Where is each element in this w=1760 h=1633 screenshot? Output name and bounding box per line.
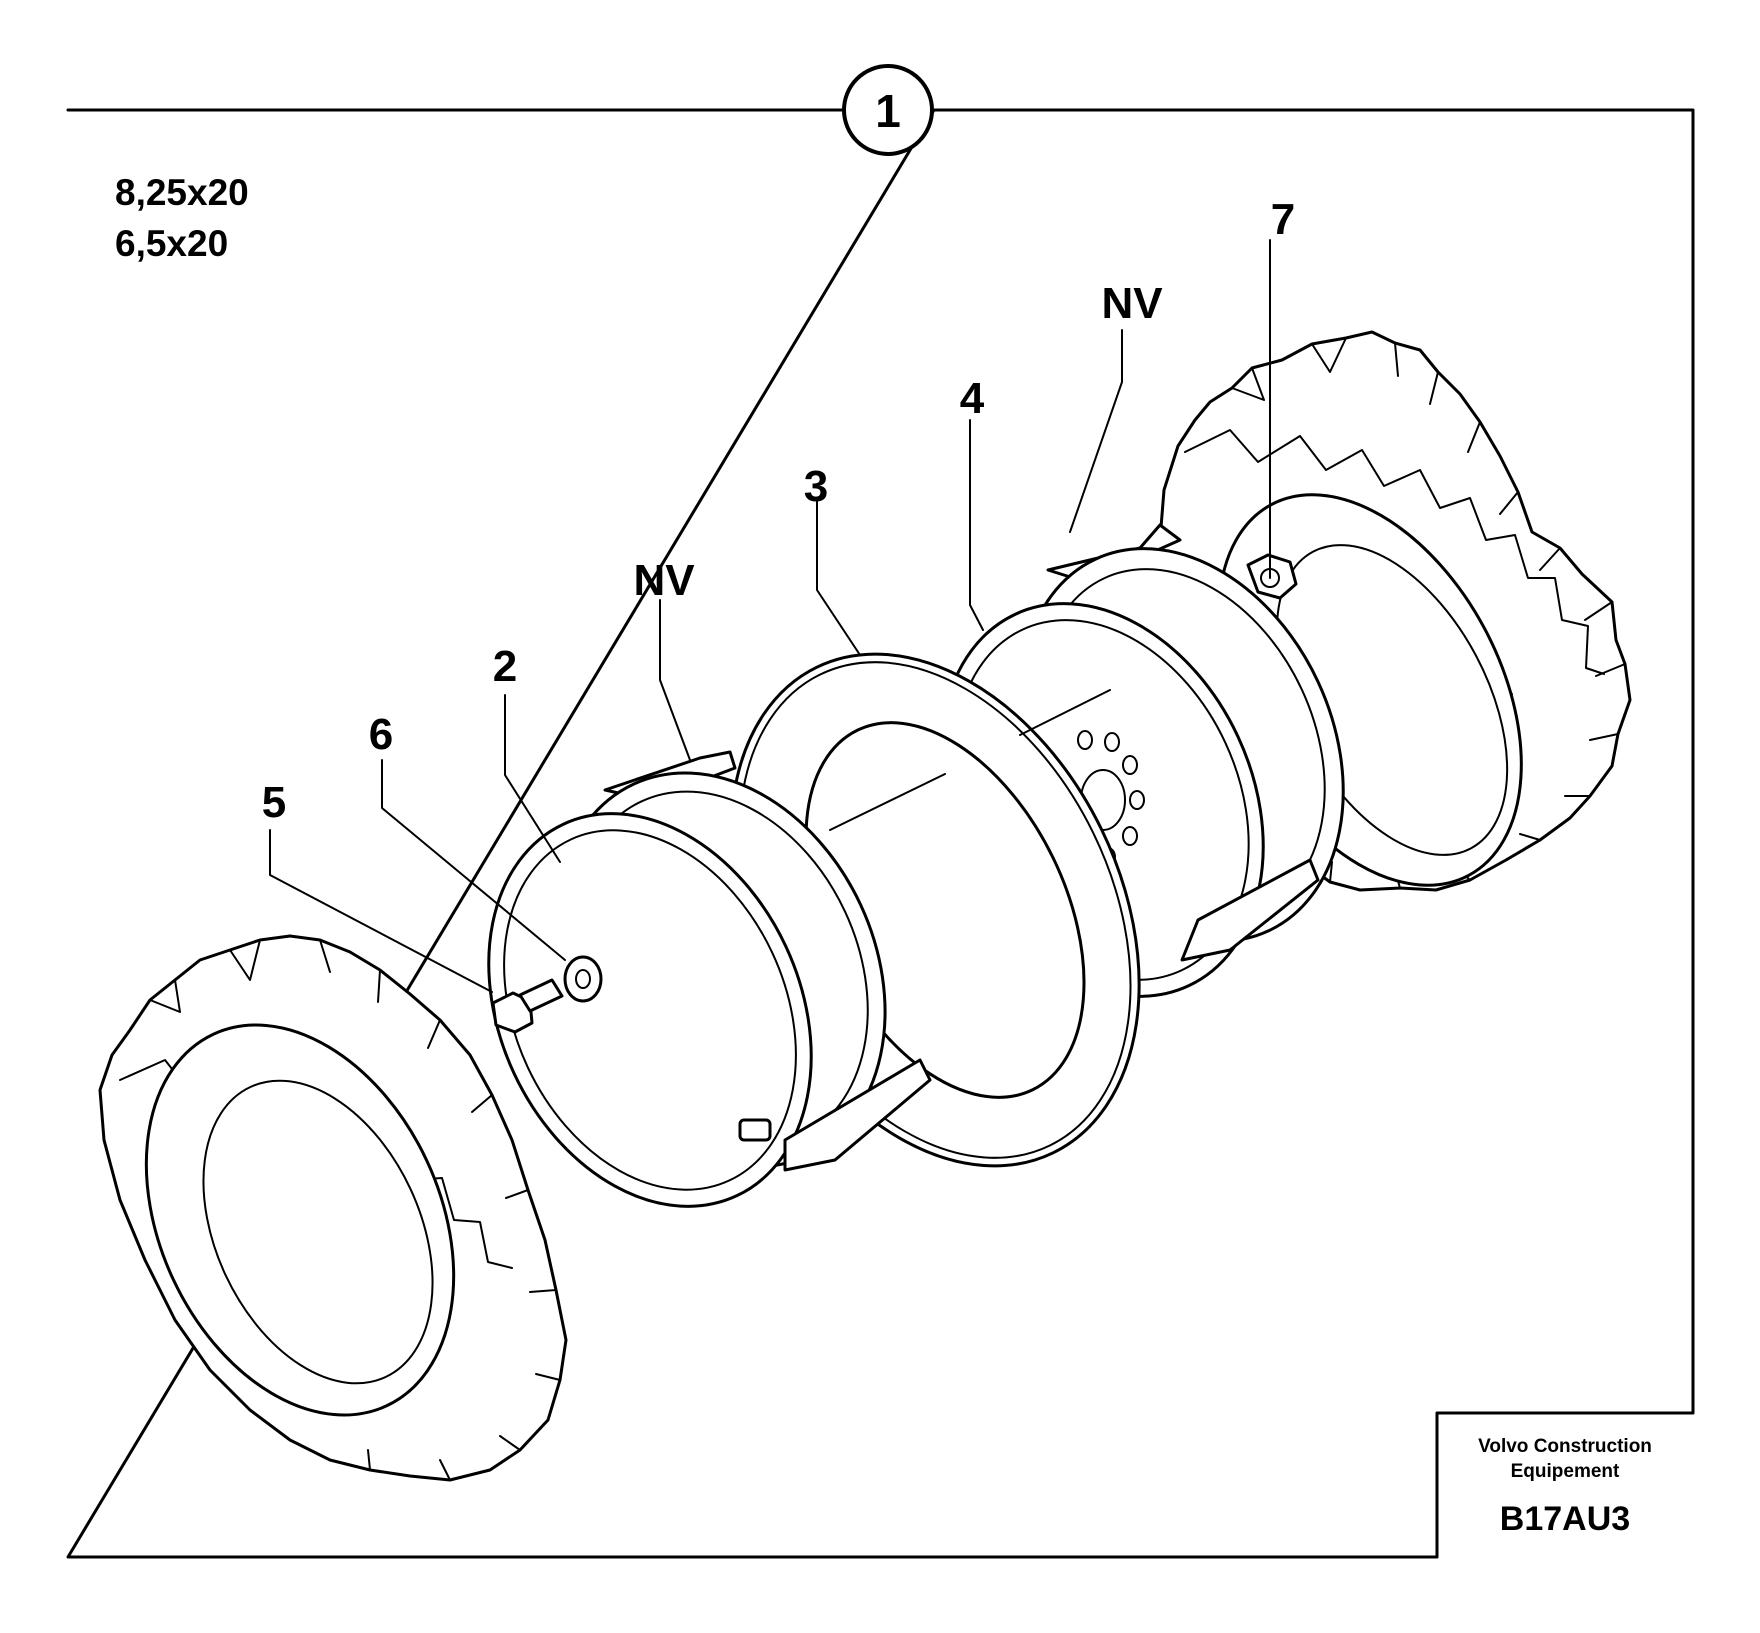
left-rim (487, 750, 932, 1208)
drawing-frame (66, 108, 1695, 1559)
left-tire (98, 934, 568, 1482)
callout-6: 6 (369, 710, 393, 759)
callout-3: 3 (804, 462, 828, 511)
size-label-2: 6,5x20 (115, 223, 228, 264)
leader-lines (269, 239, 1271, 993)
company-name-line2: Equipement (1511, 1461, 1620, 1482)
wheel-nut (1246, 553, 1298, 600)
wheel-bolt (491, 978, 564, 1034)
drawing-code: B17AU3 (1500, 1500, 1630, 1538)
callout-5: 5 (262, 778, 286, 827)
callout-nv-left: NV (633, 556, 695, 605)
callout-4: 4 (960, 374, 985, 423)
washer (563, 955, 603, 1003)
title-block: Volvo Construction Equipement B17AU3 (1478, 1436, 1652, 1538)
callout-nv-right: NV (1101, 279, 1163, 328)
figure-number: 1 (875, 85, 901, 137)
callout-7: 7 (1271, 195, 1295, 244)
size-label-1: 8,25x20 (115, 172, 249, 213)
company-name-line1: Volvo Construction (1478, 1436, 1652, 1457)
figure-number-circle (842, 64, 934, 156)
callout-2: 2 (493, 642, 517, 691)
